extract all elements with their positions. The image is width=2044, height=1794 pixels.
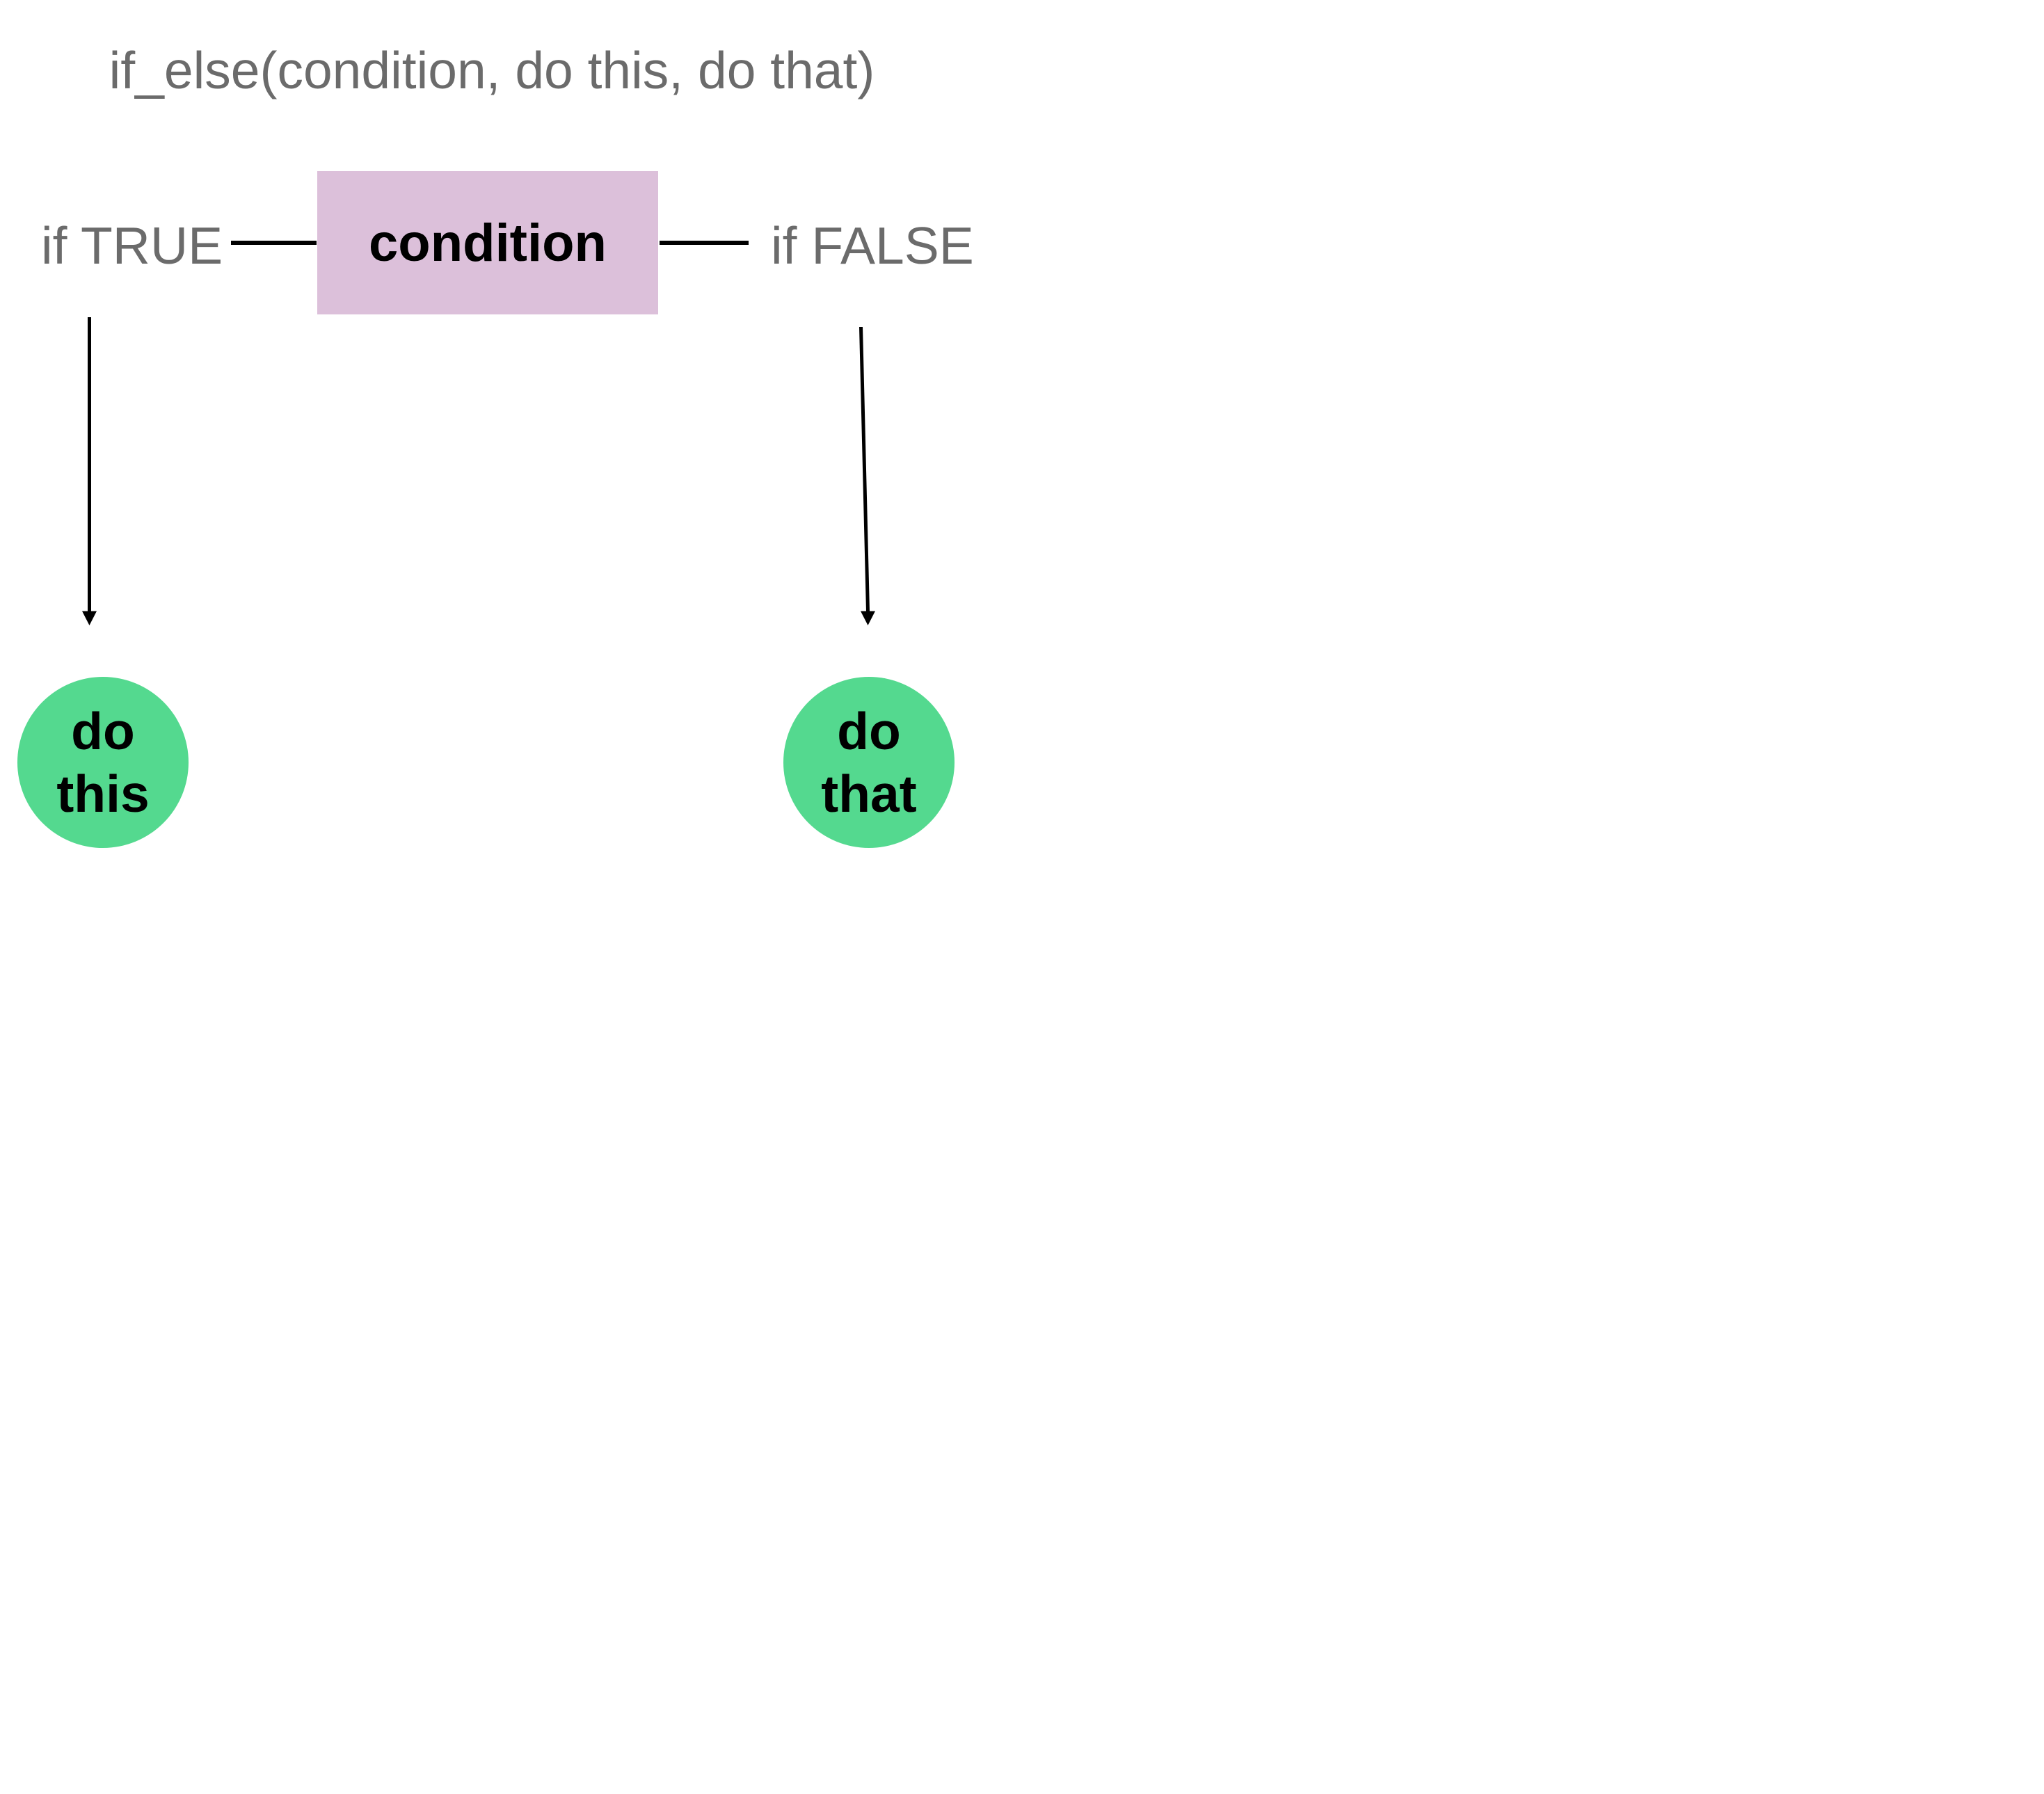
false-arrowhead-icon: [861, 611, 875, 625]
false-branch-label: if FALSE: [771, 216, 974, 275]
do-this-circle: do this: [17, 677, 189, 848]
condition-label: condition: [369, 213, 607, 273]
if-else-diagram: if_else(condition, do this, do that) con…: [0, 0, 1022, 897]
do-that-circle: do that: [783, 677, 955, 848]
false-arrow-shaft: [859, 326, 870, 612]
true-branch-label: if TRUE: [41, 216, 223, 275]
function-signature-title: if_else(condition, do this, do that): [109, 41, 875, 99]
true-arrowhead-icon: [82, 611, 97, 625]
do-that-label: do that: [821, 702, 917, 823]
condition-box: condition: [317, 171, 658, 314]
do-this-label: do this: [56, 702, 150, 823]
